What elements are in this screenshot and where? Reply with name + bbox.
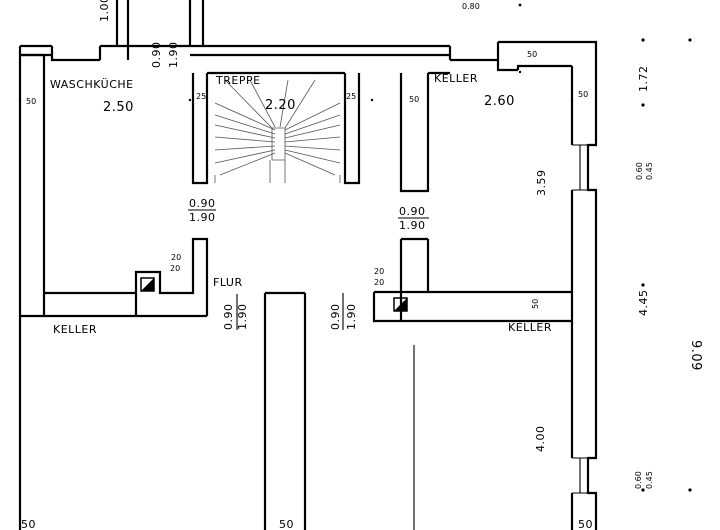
- staircase: [214, 79, 341, 183]
- dim-win2-b: 0.45: [645, 471, 654, 489]
- dim-door-dividers: [236, 293, 344, 330]
- dim-shaft1-b: 20: [170, 264, 180, 273]
- room-label-waschkueche: WASCHKÜCHE: [50, 78, 134, 91]
- dim-door4-a: 0.90: [222, 304, 235, 331]
- dim-250: 2.50: [103, 100, 134, 115]
- dimension-dots: [18, 3, 692, 492]
- dim-50-mid: 50: [409, 95, 419, 104]
- dim-shaft1-a: 20: [171, 253, 181, 262]
- room-label-flur: FLUR: [213, 276, 243, 289]
- dim-400: 4.00: [534, 426, 547, 453]
- walls: [18, 0, 598, 530]
- dim-359: 3.59: [535, 170, 548, 197]
- room-label-keller-sw: KELLER: [53, 323, 97, 336]
- dim-260: 2.60: [484, 94, 515, 109]
- dim-win2-a: 0.60: [634, 471, 643, 489]
- dim-top-100: 1.00: [98, 0, 111, 22]
- dim-win1-a: 0.60: [635, 162, 644, 180]
- dim-50-bottom-mid: 50: [279, 518, 294, 530]
- dim-445: 4.45: [637, 290, 650, 317]
- dim-50-right: 50: [578, 90, 588, 99]
- dim-door2-a: 0.90: [189, 197, 216, 210]
- dim-door4-b: 1.90: [236, 304, 249, 331]
- dim-172: 1.72: [637, 66, 650, 93]
- dim-50-keller: 50: [531, 299, 540, 309]
- room-label-keller-se: KELLER: [508, 321, 552, 334]
- dim-top-080: 0.80: [462, 2, 480, 11]
- dim-door3-b: 1.90: [399, 219, 426, 232]
- dim-door5-a: 0.90: [329, 304, 342, 331]
- dim-220: 2.20: [265, 98, 296, 113]
- dim-door1-b: 1.90: [167, 42, 180, 69]
- dim-shaft2-a: 20: [374, 267, 384, 276]
- dim-door2-b: 1.90: [189, 211, 216, 224]
- dim-25-left: 25: [196, 92, 206, 101]
- chimney-left: [140, 277, 155, 292]
- room-label-treppe: TREPPE: [215, 74, 261, 87]
- dim-door1-a: 0.90: [150, 42, 163, 69]
- dim-25-right: 25: [346, 92, 356, 101]
- dim-909: 9.09: [688, 340, 703, 371]
- dim-50-bottom-left: 50: [21, 518, 36, 530]
- dim-door3-a: 0.90: [399, 205, 426, 218]
- chimney-right: [393, 297, 408, 312]
- dim-shaft2-b: 20: [374, 278, 384, 287]
- dim-door5-b: 1.90: [345, 304, 358, 331]
- dim-50-left: 50: [26, 97, 36, 106]
- dim-50-top-right: 50: [527, 50, 537, 59]
- dim-win1-b: 0.45: [645, 162, 654, 180]
- dim-50-bottom-right: 50: [578, 518, 593, 530]
- room-label-keller-ne: KELLER: [434, 72, 478, 85]
